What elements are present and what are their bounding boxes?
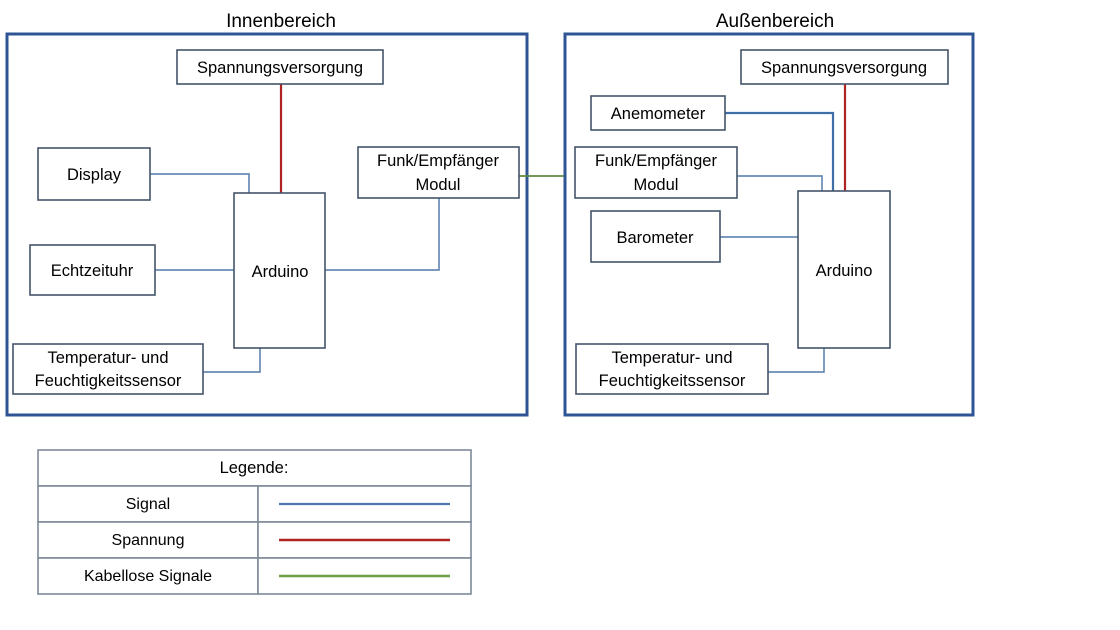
panel-title-outdoor: Außenbereich <box>716 11 834 32</box>
node-clock <box>29 244 156 296</box>
node-radio-indoor-label-line1: Funk/Empfänger <box>377 152 499 170</box>
node-barometer-label: Barometer <box>616 229 694 247</box>
node-anemometer <box>590 95 726 131</box>
node-arduino-indoor <box>233 192 326 349</box>
node-radio-indoor-label-line2: Modul <box>416 176 461 194</box>
legend-label-cell-power <box>37 521 259 559</box>
node-temp-humidity-indoor <box>12 343 204 395</box>
node-radio-outdoor-label-line2: Modul <box>634 176 679 194</box>
legend-label-signal: Signal <box>126 496 170 513</box>
node-power-indoor-label: Spannungsversorgung <box>197 59 363 77</box>
node-arduino-outdoor-label: Arduino <box>816 262 873 280</box>
wire-tempsensor-to-arduino-outdoor <box>768 348 825 373</box>
legend-title: Legende: <box>220 459 289 477</box>
node-display-label: Display <box>67 166 122 184</box>
node-anemometer-label: Anemometer <box>611 105 706 123</box>
wire-radio-to-arduino-outdoor <box>737 175 823 191</box>
node-temp-humidity-outdoor-label-line1: Temperatur- und <box>611 349 732 367</box>
node-arduino-indoor-label: Arduino <box>252 263 309 281</box>
node-temp-humidity-outdoor <box>575 343 769 395</box>
node-display <box>37 147 151 201</box>
node-radio-indoor <box>357 146 520 199</box>
wire-tempsensor-to-arduino-indoor <box>203 348 261 373</box>
node-temp-humidity-indoor-label-line1: Temperatur- und <box>47 349 168 367</box>
legend: Legende: Signal Spannung Kabellose Signa… <box>37 449 472 595</box>
node-arduino-outdoor <box>797 190 891 349</box>
node-power-indoor <box>176 49 384 85</box>
legend-label-power: Spannung <box>112 532 185 549</box>
node-barometer <box>590 210 721 263</box>
legend-label-cell-signal <box>37 485 259 523</box>
wire-anemometer-to-arduino <box>725 111 835 191</box>
panel-title-indoor: Innenbereich <box>226 11 336 32</box>
node-temp-humidity-outdoor-label-line2: Feuchtigkeitssensor <box>599 372 746 390</box>
node-temp-humidity-indoor-label-line2: Feuchtigkeitssensor <box>35 372 182 390</box>
legend-title-cell <box>37 449 472 487</box>
legend-row-power: Spannung <box>37 521 472 559</box>
legend-row-signal: Signal <box>37 485 472 523</box>
wire-arduino-to-radio-indoor <box>325 198 440 271</box>
legend-label-wireless: Kabellose Signale <box>84 568 212 585</box>
wire-display-to-arduino <box>150 173 250 193</box>
node-power-outdoor-label: Spannungsversorgung <box>761 59 927 77</box>
node-radio-outdoor <box>574 146 738 199</box>
node-clock-label: Echtzeituhr <box>51 262 134 280</box>
legend-label-cell-wireless <box>37 557 259 595</box>
node-radio-outdoor-label-line1: Funk/Empfänger <box>595 152 717 170</box>
legend-row-wireless: Kabellose Signale <box>37 557 472 595</box>
node-power-outdoor <box>740 49 949 85</box>
